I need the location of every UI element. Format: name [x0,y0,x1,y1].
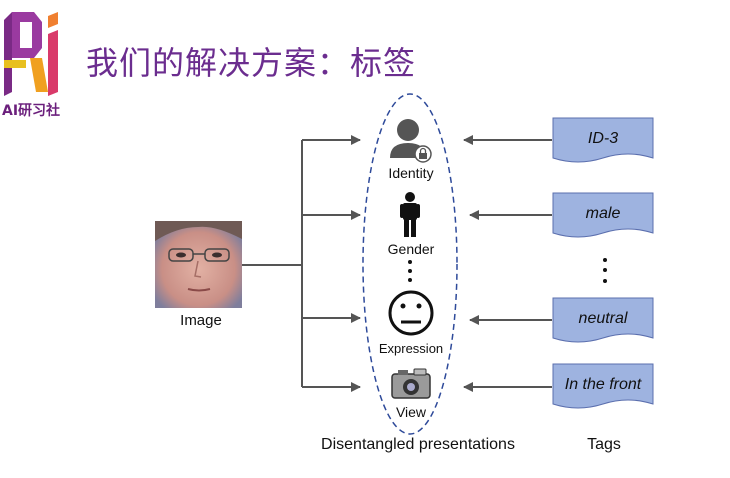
neutral-face-icon [388,290,434,336]
tag-front: In the front [564,376,642,393]
representations-ellipse [362,93,458,435]
page-title: 我们的解决方案：标签 [86,44,417,82]
face-image [155,221,242,308]
caption-representations: Disentangled presentations [321,436,515,453]
tag-shape-front [552,363,654,409]
tag-shape-id [552,117,654,163]
person-icon [400,192,420,237]
representation-label-expression: Expression [378,341,444,356]
ai-yanxishe-logo [4,12,58,96]
camera-icon [391,368,431,399]
tag-shape-male [552,192,654,238]
caption-tags: Tags [587,436,621,453]
logo-text: AI研习社 [2,103,61,119]
ellipsis-dots-tags [603,258,607,283]
representation-label-gender: Gender [387,241,435,257]
tag-id: ID-3 [587,130,619,147]
representation-label-view: View [395,404,427,420]
ellipsis-dots-representations [408,260,412,282]
representation-label-identity: Identity [388,165,434,181]
tag-neutral: neutral [578,310,628,327]
tag-male: male [585,205,621,222]
identity-lock-icon [390,119,432,163]
image-label: Image [180,312,222,329]
tag-shape-neutral [552,297,654,343]
